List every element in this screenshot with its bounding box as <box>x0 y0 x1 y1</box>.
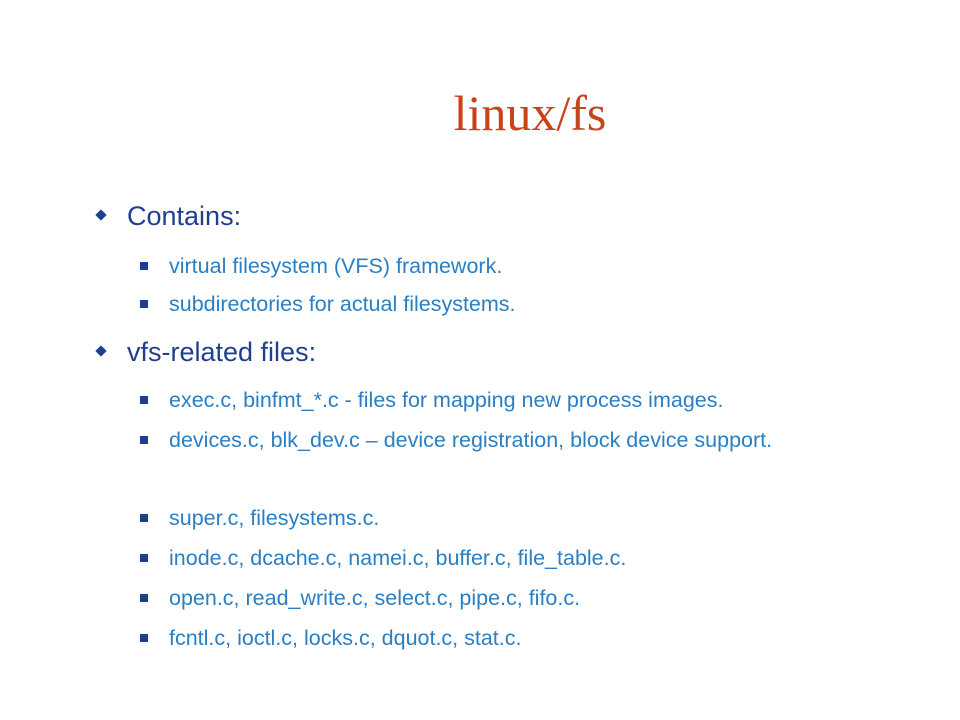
list-item-text: virtual filesystem (VFS) framework. <box>169 254 503 278</box>
section-heading-contains: Contains: <box>95 200 242 232</box>
list-item-text: subdirectories for actual filesystems. <box>169 292 516 316</box>
list-item: subdirectories for actual filesystems. <box>140 289 889 319</box>
list-item: virtual filesystem (VFS) framework. <box>140 251 889 281</box>
diamond-bullet-icon <box>95 345 107 357</box>
square-bullet-icon <box>140 300 148 308</box>
slide-title: linux/fs <box>453 85 607 141</box>
list-item-text: fcntl.c, ioctl.c, locks.c, dquot.c, stat… <box>169 626 522 650</box>
section-heading-vfs-files: vfs-related files: <box>95 336 317 368</box>
section-heading-text: vfs-related files: <box>127 337 317 367</box>
square-bullet-icon <box>140 262 148 270</box>
list-item: inode.c, dcache.c, namei.c, buffer.c, fi… <box>140 543 889 573</box>
list-item: devices.c, blk_dev.c – device registrati… <box>140 425 849 455</box>
list-item-text: inode.c, dcache.c, namei.c, buffer.c, fi… <box>169 546 627 570</box>
square-bullet-icon <box>140 554 148 562</box>
square-bullet-icon <box>140 514 148 522</box>
square-bullet-icon <box>140 396 148 404</box>
list-item-text: exec.c, binfmt_*.c - files for mapping n… <box>169 388 724 412</box>
list-item: fcntl.c, ioctl.c, locks.c, dquot.c, stat… <box>140 623 889 653</box>
section-heading-text: Contains: <box>127 201 242 231</box>
square-bullet-icon <box>140 436 148 444</box>
list-item-text: super.c, filesystems.c. <box>169 506 380 530</box>
square-bullet-icon <box>140 594 148 602</box>
list-item: super.c, filesystems.c. <box>140 503 889 533</box>
list-item: open.c, read_write.c, select.c, pipe.c, … <box>140 583 889 613</box>
list-item-text: open.c, read_write.c, select.c, pipe.c, … <box>169 586 581 610</box>
list-item: exec.c, binfmt_*.c - files for mapping n… <box>140 385 889 415</box>
list-item-text: devices.c, blk_dev.c – device registrati… <box>169 428 773 452</box>
square-bullet-icon <box>140 634 148 642</box>
diamond-bullet-icon <box>95 209 107 221</box>
